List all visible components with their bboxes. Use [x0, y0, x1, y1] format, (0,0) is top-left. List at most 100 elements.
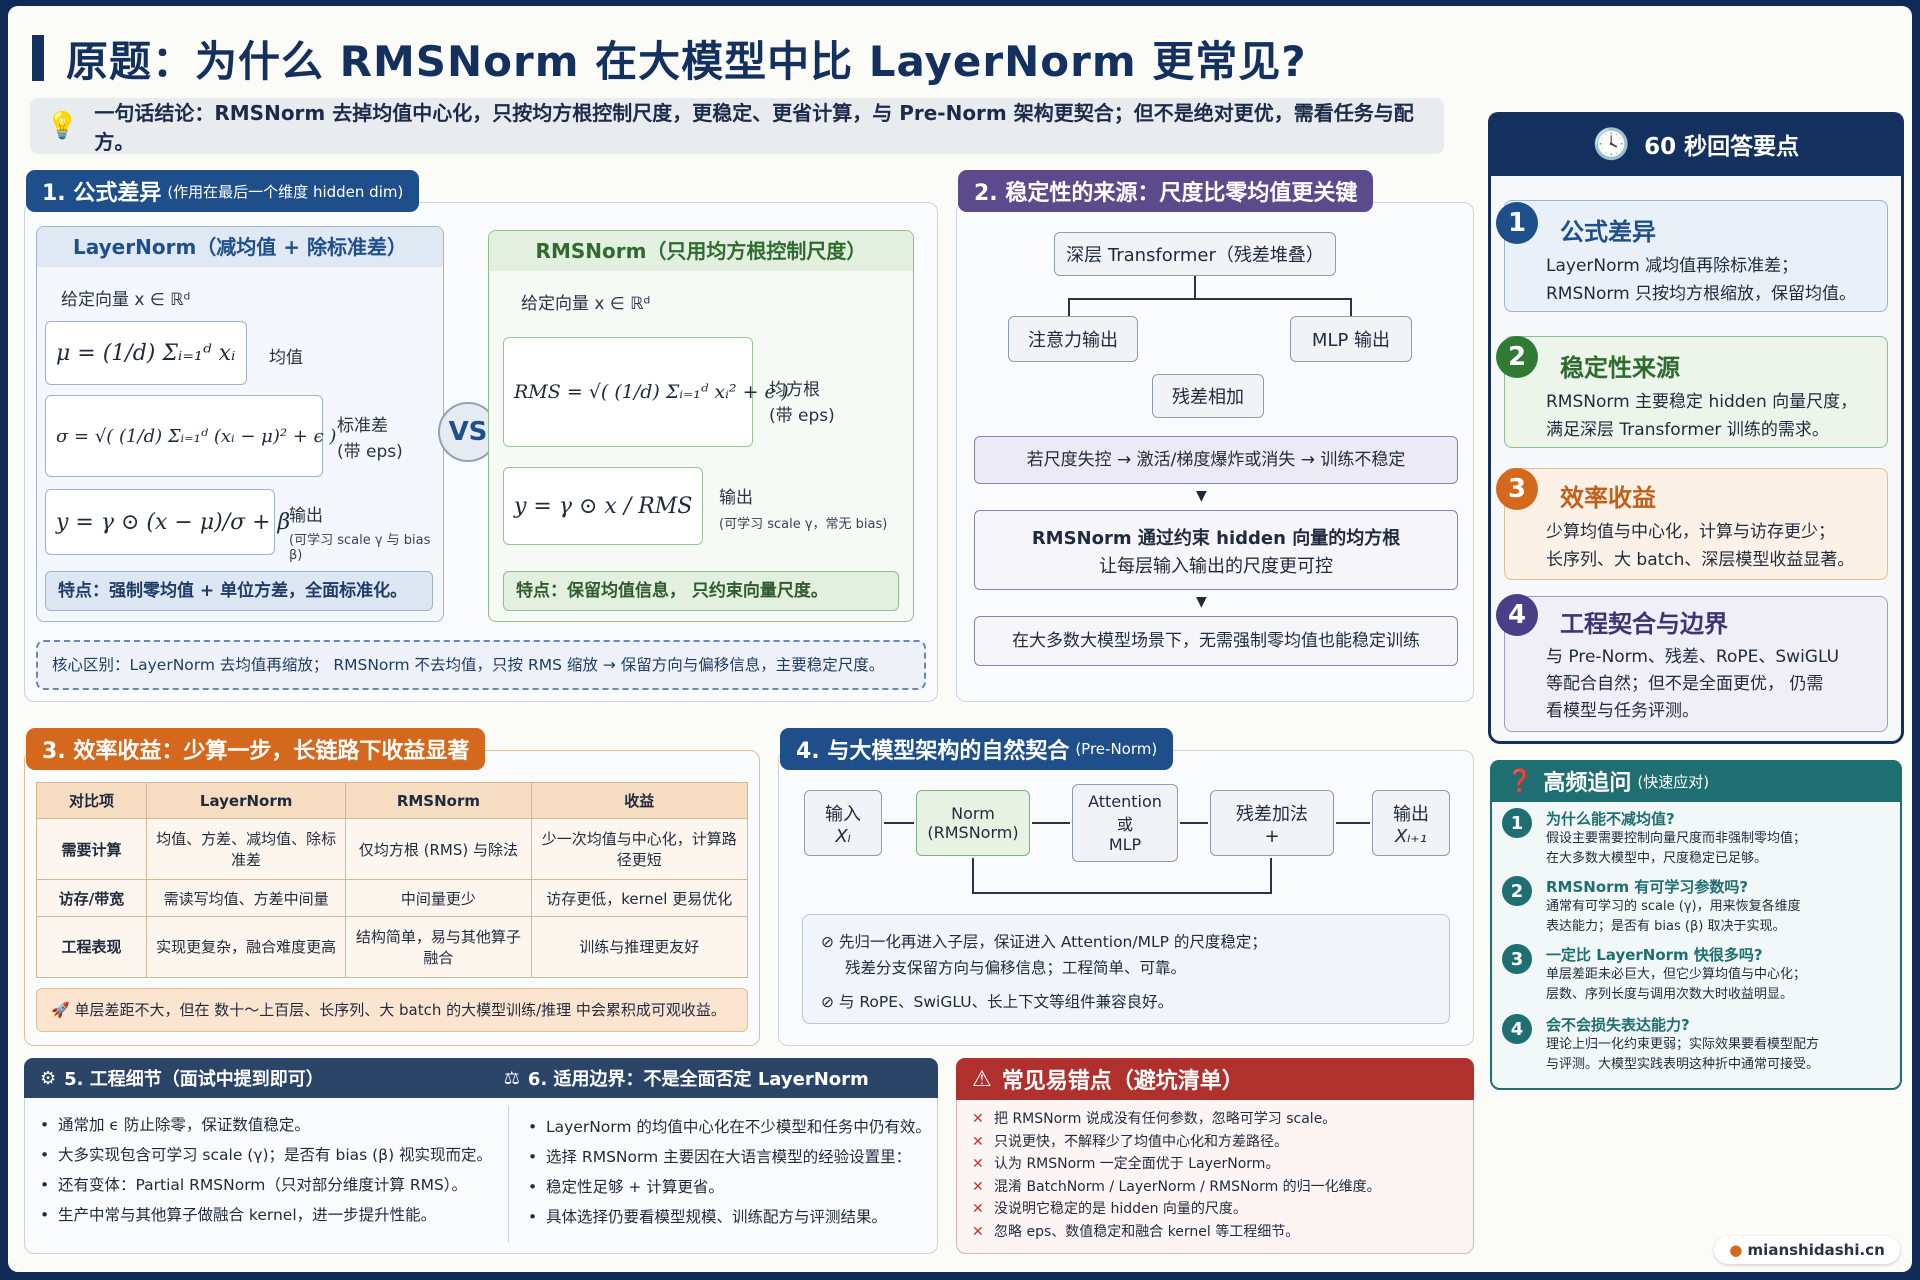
dot-icon: ● — [1729, 1241, 1748, 1259]
formula-section-title: 1. 公式差异 — [42, 181, 162, 206]
engineering-list: 通常加 ϵ 防止除零，保证数值稳定。 大多实现包含可学习 scale (γ)；是… — [34, 1110, 504, 1230]
divider — [508, 1106, 509, 1242]
faq-title: 高频追问 — [1543, 771, 1632, 796]
table-header: 对比项 — [36, 781, 147, 820]
output-var: Xₗ₊₁ — [1394, 825, 1428, 847]
mlp-output-node: MLP 输出 — [1290, 316, 1412, 362]
architecture-section-title: 4. 与大模型架构的自然契合 — [796, 739, 1070, 764]
list-item: LayerNorm 的均值中心化在不少模型和任务中仍有效。 — [522, 1112, 932, 1142]
footer-text: mianshidashi.cn — [1747, 1241, 1885, 1259]
or-label: 或 — [1116, 815, 1133, 834]
key-point-card — [1504, 336, 1888, 448]
key-points-title: 60 秒回答要点 — [1644, 134, 1800, 160]
check-item-text: 先归一化再进入子层，保证进入 Attention/MLP 的尺度稳定； — [838, 933, 1267, 951]
faq-number: 4 — [1502, 1014, 1532, 1044]
connector — [1350, 298, 1352, 316]
formula-section-subtitle: (作用在最后一个维度 hidden dim) — [167, 182, 404, 201]
table-cell: 工程表现 — [36, 915, 147, 979]
rmsnorm-given: 给定向量 x ∈ ℝᵈ — [521, 294, 651, 314]
arrow-down-icon: ▼ — [1196, 488, 1207, 504]
faq-answer: 假设主要需要控制向量尺度而非强制零均值； — [1546, 831, 1807, 846]
key-point-number: 1 — [1496, 202, 1538, 244]
connector — [1336, 822, 1370, 824]
mistakes-header: ⚠常见易错点（避坑清单） — [956, 1058, 1474, 1100]
faq-item[interactable]: 会不会损失表达能力? 理论上归一化约束更弱；实际效果要看模型配方与评测。大模型实践… — [1546, 1014, 1896, 1075]
rmsnorm-output-label: 输出 — [719, 488, 753, 508]
faq-answer: 通常有可学习的 scale (γ)，用来恢复各维度 — [1546, 899, 1801, 914]
layernorm-output-formula: y = γ ⊙ (x − μ)/σ + β — [45, 489, 290, 555]
engineering-boundary-header: ⚙5. 工程细节（面试中提到即可） ⚖6. 适用边界：不是全面否定 LayerN… — [24, 1058, 938, 1098]
faq-question: 会不会损失表达能力? — [1546, 1016, 1690, 1034]
faq-answer: 表达能力；是否有 bias (β) 取决于实现。 — [1546, 919, 1786, 934]
footer-site[interactable]: ● mianshidashi.cn — [1714, 1236, 1900, 1264]
faq-item[interactable]: RMSNorm 有可学习参数吗?通常有可学习的 scale (γ)，用来恢复各维… — [1546, 876, 1896, 937]
mistakes-list: 把 RMSNorm 说成没有任何参数，忽略可学习 scale。 只说更快，不解释… — [970, 1108, 1466, 1243]
connector — [1068, 298, 1070, 316]
stability-section-tab: 2. 稳定性的来源：尺度比零均值更关键 — [958, 170, 1374, 212]
connector — [1068, 298, 1352, 300]
faq-answer: 与评测。大模型实践表明这种折中通常可接受。 — [1546, 1057, 1820, 1072]
norm-node: Norm(RMSNorm) — [916, 790, 1030, 856]
desc-line: RMSNorm 只按均方根缩放，保留均值。 — [1546, 284, 1857, 304]
rocket-icon: 🚀 — [51, 1001, 75, 1019]
list-item: 大多实现包含可学习 scale (γ)；是否有 bias (β) 视实现而定。 — [34, 1140, 504, 1170]
formula-section-tab: 1. 公式差异 (作用在最后一个维度 hidden dim) — [26, 170, 420, 212]
mlp-label: MLP — [1108, 835, 1142, 854]
faq-question: 一定比 LayerNorm 快很多吗? — [1546, 946, 1763, 964]
faq-number: 3 — [1502, 944, 1532, 974]
key-point-number: 3 — [1496, 468, 1538, 510]
plus-label: + — [1264, 825, 1280, 847]
key-point-desc: 少算均值与中心化，计算与访存更少；长序列、大 batch、深层模型收益显著。 — [1546, 518, 1854, 574]
skip-connector — [972, 858, 974, 892]
list-item: 生产中常与其他算子做融合 kernel，进一步提升性能。 — [34, 1200, 504, 1230]
desc-line: 少算均值与中心化，计算与访存更少； — [1546, 522, 1835, 542]
faq-question: 为什么能不减均值? — [1546, 810, 1675, 828]
table-cell: 少一次均值与中心化，计算路径更短 — [530, 818, 749, 881]
table-row: 需要计算均值、方差、减均值、除标准差仅均方根 (RMS) 与除法少一次均值与中心… — [36, 818, 749, 881]
architecture-section-subtitle: (Pre-Norm) — [1075, 740, 1158, 758]
table-row: 工程表现实现更复杂，融合难度更高结构简单，易与其他算子融合训练与推理更友好 — [36, 915, 749, 979]
faq-number: 1 — [1502, 808, 1532, 838]
table-cell: 需要计算 — [36, 818, 147, 881]
check-item: ⊘ 先归一化再进入子层，保证进入 Attention/MLP 的尺度稳定； — [821, 929, 1431, 955]
boundary-list: LayerNorm 的均值中心化在不少模型和任务中仍有效。 选择 RMSNorm… — [522, 1112, 932, 1232]
faq-answer: 单层差距未必巨大，但它少算均值与中心化； — [1546, 967, 1807, 982]
check-item-continuation: 残差分支保留方向与偏移信息；工程简单、可靠。 — [845, 959, 1187, 977]
faq-item[interactable]: 一定比 LayerNorm 快很多吗?单层差距未必巨大，但它少算均值与中心化；层… — [1546, 944, 1896, 1005]
architecture-section-tab: 4. 与大模型架构的自然契合 (Pre-Norm) — [780, 728, 1174, 770]
question-icon: ❓ — [1506, 768, 1534, 794]
input-label: 输入 — [825, 803, 861, 825]
desc-line: 看模型与任务评测。 — [1546, 701, 1699, 721]
faq-panel — [1490, 760, 1902, 1090]
check-item-text: 与 RoPE、SwiGLU、长上下文等组件兼容良好。 — [838, 993, 1174, 1011]
key-point-number: 4 — [1496, 594, 1538, 636]
layernorm-feature: 特点：强制零均值 + 单位方差，全面标准化。 — [45, 571, 433, 611]
table-row: 访存/带宽需读写均值、方差中间量中间量更少访存更低，kernel 更易优化 — [36, 879, 749, 917]
key-point-desc: LayerNorm 减均值再除标准差；RMSNorm 只按均方根缩放，保留均值。 — [1546, 252, 1856, 308]
table-header: LayerNorm — [145, 781, 347, 820]
desc-line: 等配合自然；但不是全面更优， 仍需 — [1546, 674, 1824, 694]
rmsnorm-output-note: (可学习 scale γ，常无 bias) — [719, 517, 888, 532]
norm-label: Norm — [951, 804, 995, 823]
table-header-row: 对比项 LayerNorm RMSNorm 收益 — [36, 781, 749, 820]
norm-sublabel: (RMSNorm) — [927, 823, 1019, 842]
list-item: 具体选择仍要看模型规模、训练配方与评测结果。 — [522, 1202, 932, 1232]
key-point-title: 稳定性来源 — [1560, 354, 1680, 382]
rms-label: 均方根 — [769, 380, 820, 400]
rmsnorm-effect: RMSNorm 通过约束 hidden 向量的均方根让每层输入输出的尺度更可控 — [974, 510, 1458, 590]
list-item: 还有变体：Partial RMSNorm（只对部分维度计算 RMS）。 — [34, 1170, 504, 1200]
table-header: 收益 — [530, 781, 749, 820]
architecture-checklist: ⊘ 先归一化再进入子层，保证进入 Attention/MLP 的尺度稳定； 残差… — [802, 914, 1450, 1024]
table-cell: 训练与推理更友好 — [530, 915, 749, 979]
residual-add-box: 残差加法+ — [1210, 790, 1334, 856]
faq-item[interactable]: 为什么能不减均值?假设主要需要控制向量尺度而非强制零均值；在大多数大模型中，尺度… — [1546, 808, 1896, 869]
key-points-header: 🕓60 秒回答要点 — [1488, 112, 1904, 176]
efficiency-section-tab: 3. 效率收益：少算一步，长链路下收益显著 — [26, 728, 486, 770]
faq-answer: 理论上归一化约束更弱；实际效果要看模型配方 — [1546, 1037, 1820, 1052]
table-cell: 结构简单，易与其他算子融合 — [345, 915, 532, 979]
layernorm-title: LayerNorm（减均值 + 除标准差） — [37, 227, 443, 267]
connector — [884, 822, 914, 824]
residual-add-node: 残差相加 — [1152, 374, 1264, 418]
rms-formula: RMS = √( (1/d) Σᵢ₌₁ᵈ xᵢ² + ϵ ) — [503, 337, 789, 447]
